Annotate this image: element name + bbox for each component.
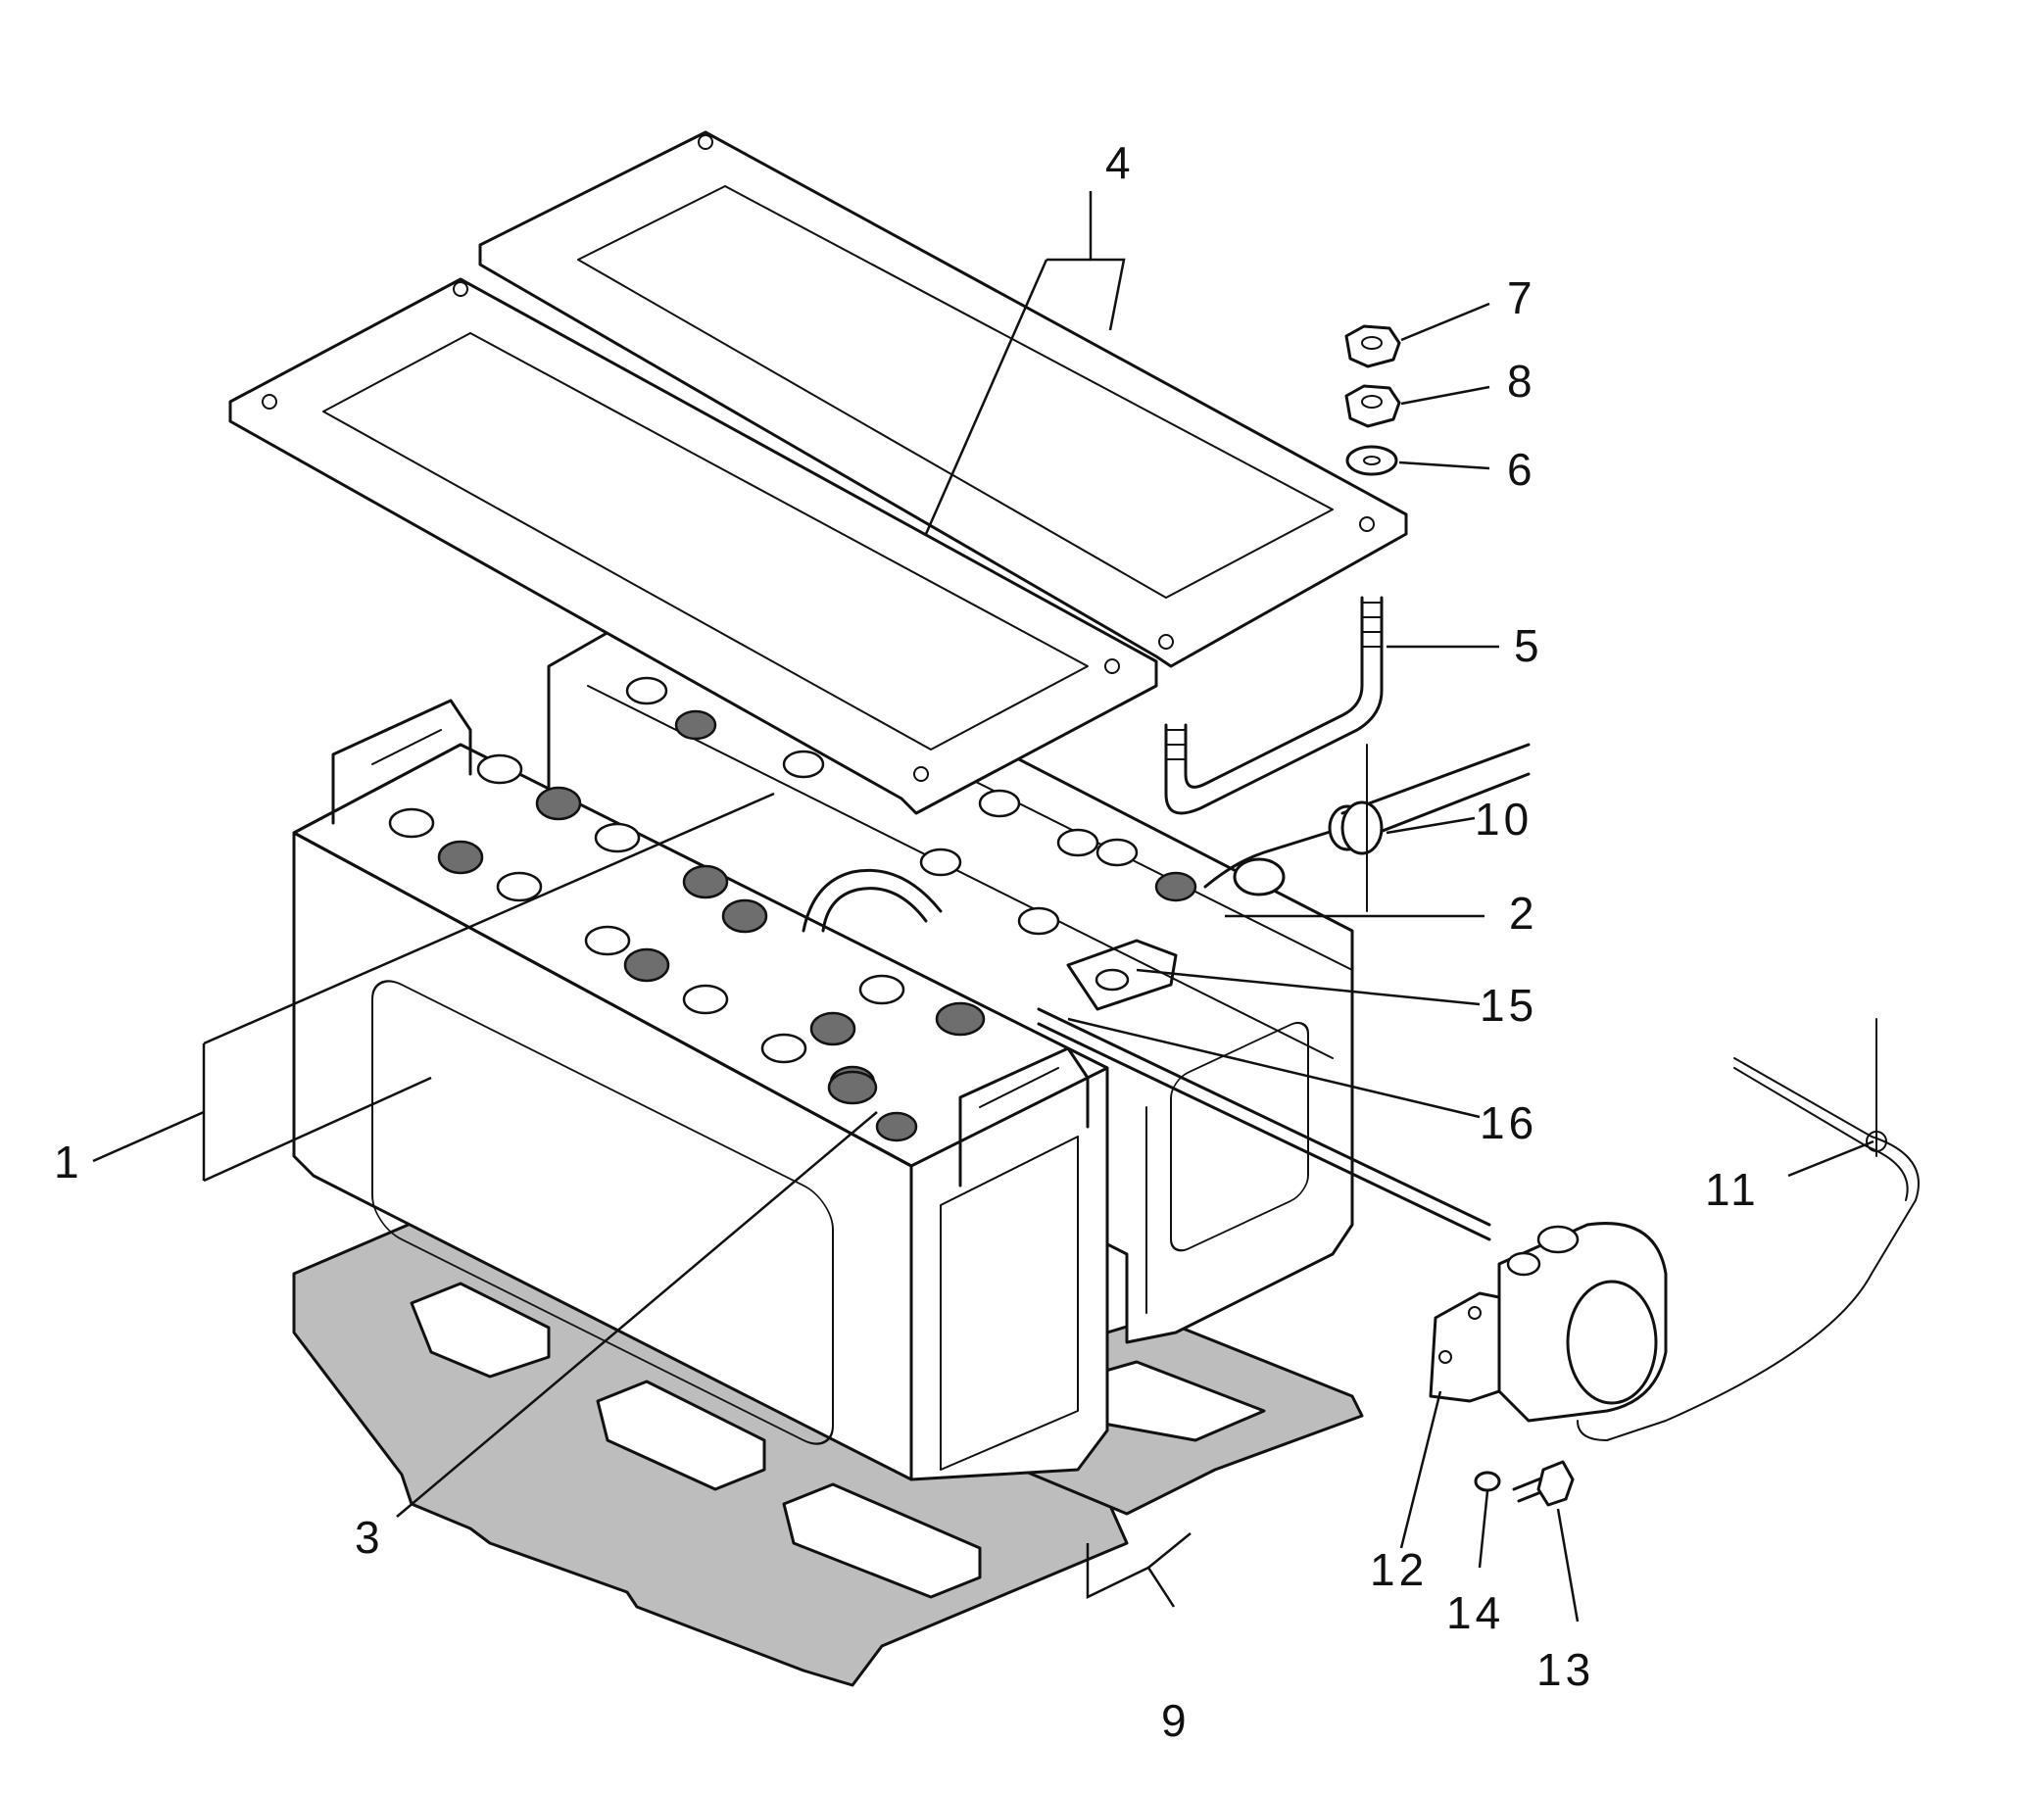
connector-cable-part-16 [802,868,1491,1241]
callout-labels: 4 7 8 6 5 10 2 15 16 1 11 3 12 14 13 9 [54,137,1760,1746]
callout-4: 4 [1105,137,1135,188]
j-bolt-part-5 [1164,596,1384,815]
callout-11: 11 [1705,1164,1760,1215]
callout-12: 12 [1370,1544,1428,1595]
callout-5: 5 [1514,620,1543,671]
ground-strap-part-15 [1066,939,1178,1011]
bolt-part-13 [1512,1460,1575,1507]
callout-15: 15 [1480,980,1537,1031]
battery-relay-part-12 [1429,1222,1668,1423]
callout-1: 1 [54,1137,83,1187]
callout-8: 8 [1507,356,1536,407]
leader-lines [92,191,1874,1623]
callout-10: 10 [1475,794,1533,845]
callout-9: 9 [1161,1695,1191,1746]
battery-hold-down-frame-rear [478,130,1408,668]
wire-harness-part-11 [1577,1018,1920,1441]
battery-terminals [827,1001,986,1142]
nut-part-8 [1344,384,1401,428]
callout-16: 16 [1480,1097,1537,1148]
cable-clamp-part-10 [1340,744,1384,912]
callout-3: 3 [355,1512,384,1563]
battery-mat-left [292,1213,1129,1687]
callout-14: 14 [1446,1587,1504,1638]
washer-part-6 [1345,445,1398,476]
battery-hold-down-frame-front [228,277,1158,815]
callout-13: 13 [1536,1644,1594,1695]
nut-part-7 [1344,324,1401,368]
callout-6: 6 [1507,444,1536,495]
callout-7: 7 [1507,272,1536,323]
callout-2: 2 [1509,888,1538,939]
battery-rear-cell-caps [625,676,1197,936]
lock-washer-part-14 [1474,1471,1501,1492]
battery-front [292,699,1109,1481]
